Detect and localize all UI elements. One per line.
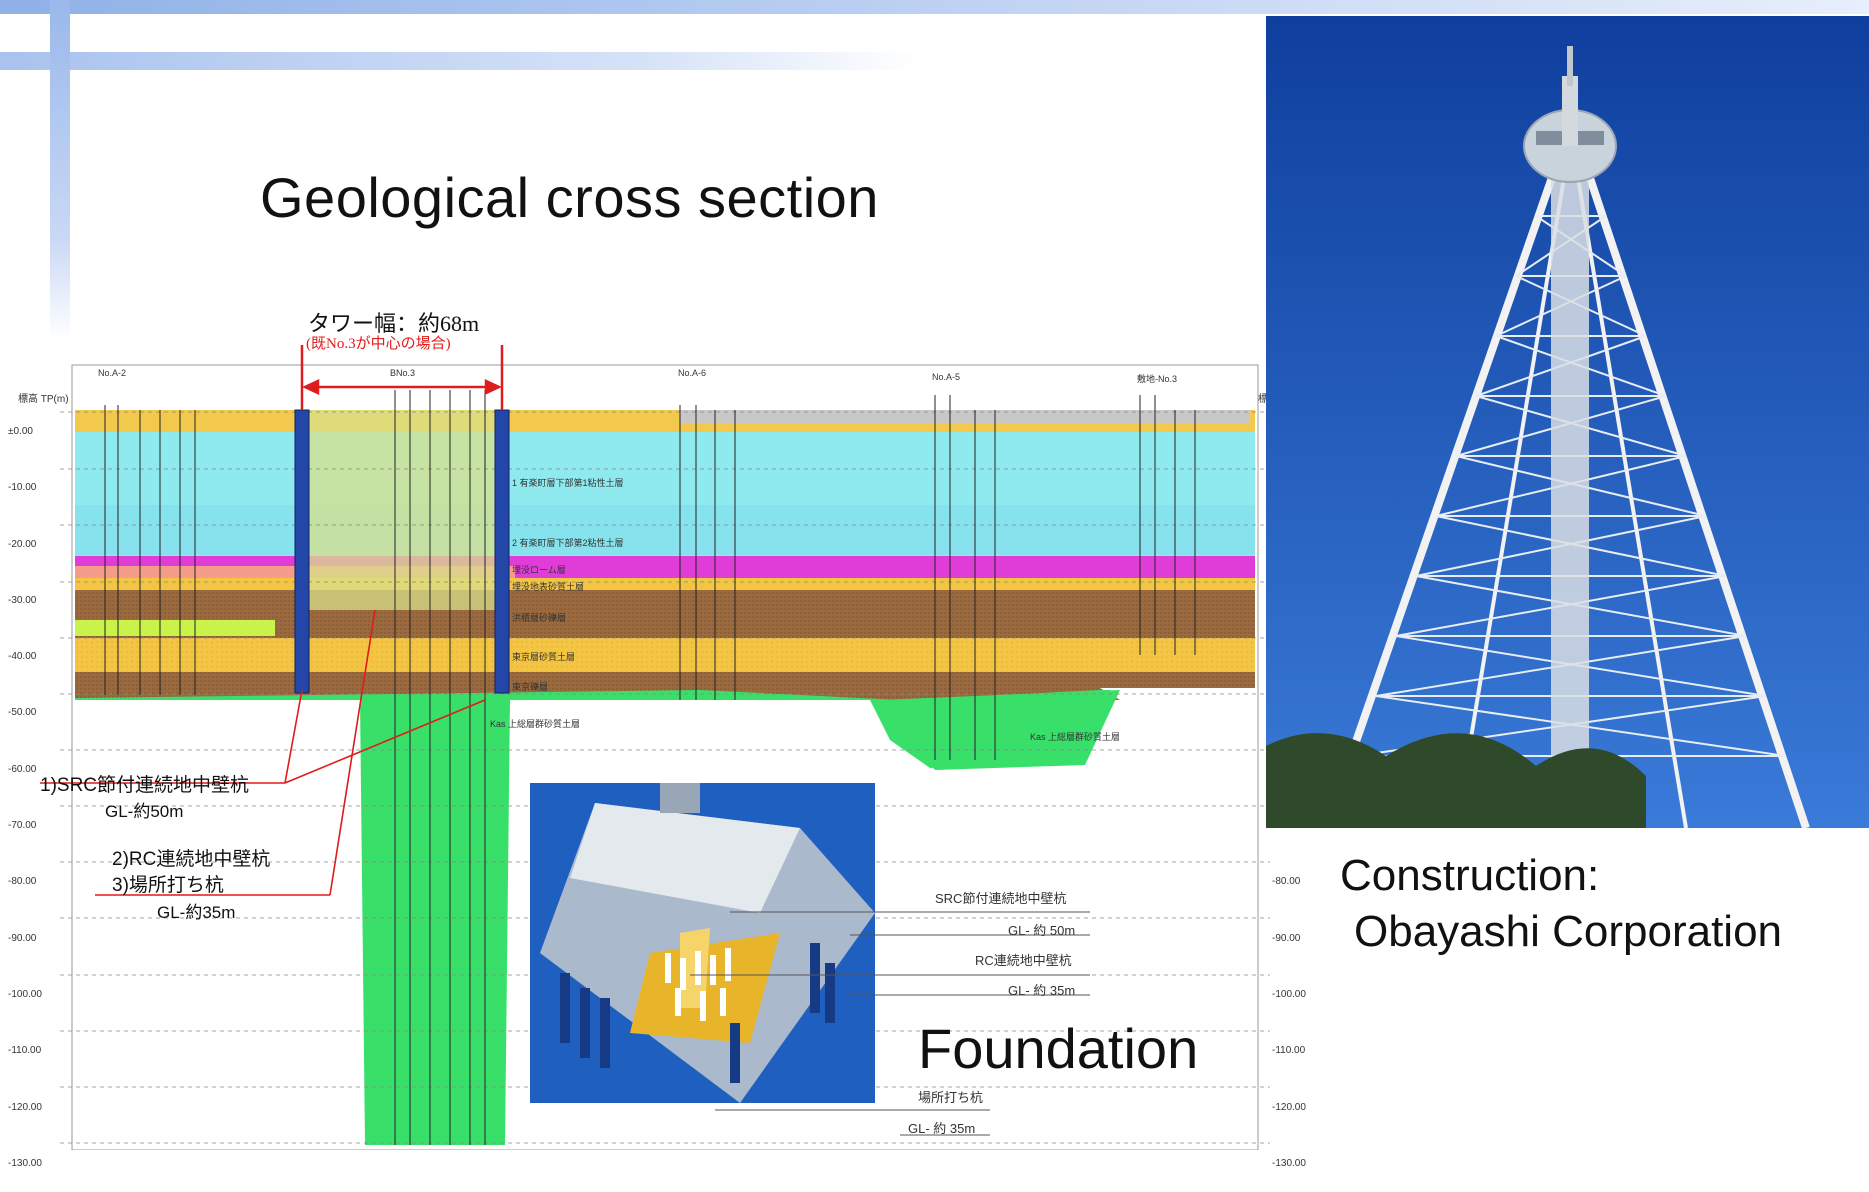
tower-zone [300,410,505,610]
tower-width-label: タワー幅：約68m [308,311,480,336]
caption-line-1: Construction: [1340,851,1600,900]
tokyo-gravel-layer [75,672,1255,700]
grey-surface-right [680,410,1250,424]
layer-label: Kas 上総層群砂質土層 [1030,732,1121,742]
foundation-note-depth: GL- 約 35m [1008,983,1076,998]
layer-label: 埋没地表砂質土層 [512,582,585,592]
borehole-label: BNo.3 [390,368,416,378]
foundation-note-depth: GL- 約 50m [1008,923,1076,938]
tick-label: ±0.00 [8,426,33,437]
foundation-note-depth: GL- 約 35m [908,1121,976,1136]
tower-width-marker [300,345,504,410]
pile-3-name: 3)場所打ち杭 [112,875,224,896]
foundation-label: Foundation [918,1017,1199,1080]
layer-label: 東京礫層 [512,682,549,692]
foundation-note-name: SRC節付連続地中壁杭 [935,891,1067,906]
tick-label: -90.00 [8,932,37,944]
layer-label: 2 有楽町層下部第2粘性土層 [512,538,624,548]
pile-1-depth: GL-約50m [105,802,184,821]
layer-label: 埋没ローム層 [512,565,566,575]
tick-label: -100.00 [1272,988,1306,1000]
pile-2-name: 2)RC連続地中壁杭 [112,849,271,870]
borehole-label: No.A-5 [932,372,961,382]
header-underline-decoration [0,52,920,70]
caption-line-2: Obayashi Corporation [1354,907,1783,956]
layer-label: Kas 上総層群砂質土層 [490,719,581,729]
tick-label: -90.00 [1272,932,1301,944]
tokyo-skytree-photo [1266,16,1869,828]
tick-label: -110.00 [1272,1045,1306,1057]
pile-1-name: 1)SRC節付連続地中壁杭 [40,775,250,796]
layer-label: 1 有楽町層下部第1粘性土層 [512,478,624,488]
construction-caption: Construction: Obayashi Corporation [1340,848,1782,960]
tick-label: -80.00 [8,876,37,888]
elevation-gridlines [60,411,1270,1144]
tick-label: -50.00 [8,707,37,719]
borehole-columns [104,390,1196,1145]
foundation-callout-lines [690,911,1090,1136]
borehole-label: No.A-2 [98,368,127,378]
title-bar-decoration [0,0,1869,14]
foundation-note-name: RC連続地中壁杭 [975,953,1072,968]
tick-label: -120.00 [8,1101,42,1113]
borehole-label: No.A-6 [678,368,707,378]
tick-label: -40.00 [8,651,37,663]
vertical-accent-decoration [50,0,70,340]
tokyo-sand-layer [75,638,1255,672]
layer-label: 東京層砂質土層 [512,652,576,662]
tower-width-note: (既No.3が中心の場合) [306,336,451,352]
pile-leader-lines [40,609,486,896]
tick-label: -60.00 [8,763,37,775]
tick-label: -20.00 [8,538,37,550]
tick-label: -80.00 [1272,876,1301,888]
tick-label: -70.00 [8,820,37,832]
tick-label: -100.00 [8,988,42,1000]
page-title: Geological cross section [260,166,879,229]
elevation-axis-label-left: 標高 TP(m) [18,394,69,405]
pile-3-depth: GL-約35m [157,903,236,922]
foundation-illustration [530,783,875,1103]
tick-label: -30.00 [8,594,37,606]
layer-label: 洪積層砂礫層 [512,613,567,623]
foundation-note-name: 場所打ち杭 [918,1090,984,1105]
tick-label: -110.00 [8,1045,42,1057]
tick-label: -10.00 [8,482,37,494]
borehole-label: 敷地-No.3 [1137,374,1178,384]
lower-clay-layer [75,505,1255,555]
tick-label: -120.00 [1272,1101,1306,1113]
green-lens-layer [75,620,275,636]
